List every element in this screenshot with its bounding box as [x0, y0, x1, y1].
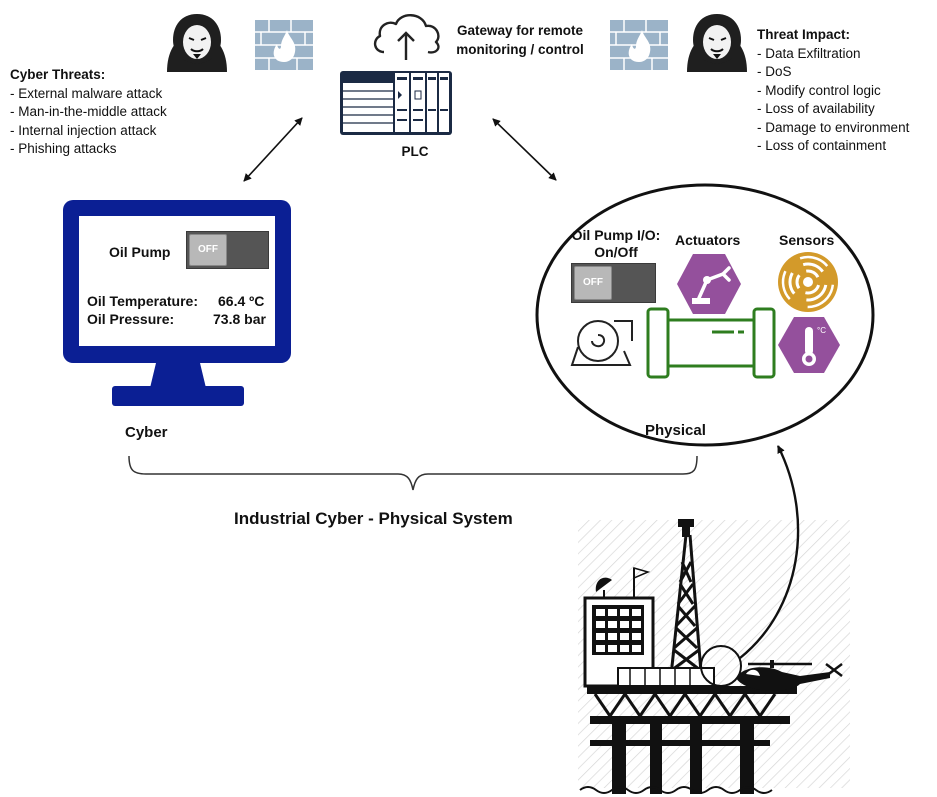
- sensors-label: Sensors: [779, 232, 835, 248]
- cyber-threats-title: Cyber Threats:: [10, 67, 106, 82]
- system-brace: [128, 455, 698, 491]
- arrow-plc-cyber: [243, 117, 303, 182]
- system-title: Industrial Cyber - Physical System: [234, 509, 513, 528]
- cyber-threat-item: Man-in-the-middle attack: [10, 103, 240, 122]
- arrow-plc-physical: [492, 118, 557, 181]
- firewall-icon: [610, 20, 668, 70]
- threat-impact-title: Threat Impact:: [757, 27, 851, 42]
- hmi-pressure-value: 73.8 bar: [213, 311, 266, 327]
- threat-impact-list: Data ExfiltrationDoSModify control logic…: [757, 45, 937, 156]
- gateway-label: Gateway for remote monitoring / control: [440, 22, 600, 59]
- hmi-temp-label: Oil Temperature:: [87, 293, 198, 309]
- cyber-threats-block: Cyber Threats: External malware attackMa…: [10, 66, 240, 159]
- robot-arm-icon: [677, 254, 741, 314]
- threat-impact-item: Loss of containment: [757, 137, 937, 156]
- threat-impact-item: Modify control logic: [757, 82, 937, 101]
- pump-io-line-2: On/Off: [594, 244, 638, 260]
- threat-impact-block: Threat Impact: Data ExfiltrationDoSModif…: [757, 26, 937, 156]
- cyber-threats-list: External malware attackMan-in-the-middle…: [10, 85, 240, 159]
- threat-impact-item: DoS: [757, 63, 937, 82]
- threat-impact-item: Damage to environment: [757, 119, 937, 138]
- thermo-unit: °C: [817, 326, 826, 335]
- cyber-label: Cyber: [125, 424, 168, 441]
- hacker-icon: [687, 14, 747, 72]
- hacker-icon: [167, 14, 227, 72]
- cyber-threat-item: Phishing attacks: [10, 140, 240, 159]
- pump-io-line-1: Oil Pump I/O:: [571, 227, 661, 243]
- hmi-toggle-knob: OFF: [189, 234, 227, 266]
- cloud-upload-icon: [373, 14, 440, 60]
- hmi-pump-toggle[interactable]: OFF: [186, 231, 269, 269]
- thermometer-icon: °C: [778, 317, 840, 373]
- pump-icon: [570, 320, 633, 366]
- plc-label: PLC: [401, 144, 429, 159]
- threat-impact-item: Loss of availability: [757, 100, 937, 119]
- physical-circle: [535, 183, 875, 447]
- cyber-threat-item: External malware attack: [10, 85, 240, 104]
- oil-rig-icon: [578, 519, 850, 794]
- actuators-label: Actuators: [675, 232, 741, 248]
- physical-label: Physical: [645, 422, 706, 439]
- cyber-threat-item: Internal injection attack: [10, 122, 240, 141]
- gateway-line-1: Gateway for remote: [456, 23, 584, 38]
- pipe-icon: [646, 307, 776, 379]
- hmi-pressure-label: Oil Pressure:: [87, 311, 175, 327]
- hmi-pump-label: Oil Pump: [109, 244, 171, 260]
- pump-io-label: Oil Pump I/O: On/Off: [566, 227, 666, 261]
- signal-sensor-icon: [778, 252, 838, 312]
- plc-rack-icon: [340, 71, 452, 135]
- gateway-line-2: monitoring / control: [456, 41, 584, 57]
- arrow-rig-to-physical: [739, 445, 800, 659]
- physical-pump-toggle[interactable]: OFF: [571, 263, 656, 303]
- firewall-icon: [255, 20, 313, 70]
- hmi-temp-value: 66.4 ºC: [218, 293, 265, 309]
- physical-toggle-knob: OFF: [574, 266, 612, 300]
- threat-impact-item: Data Exfiltration: [757, 45, 937, 64]
